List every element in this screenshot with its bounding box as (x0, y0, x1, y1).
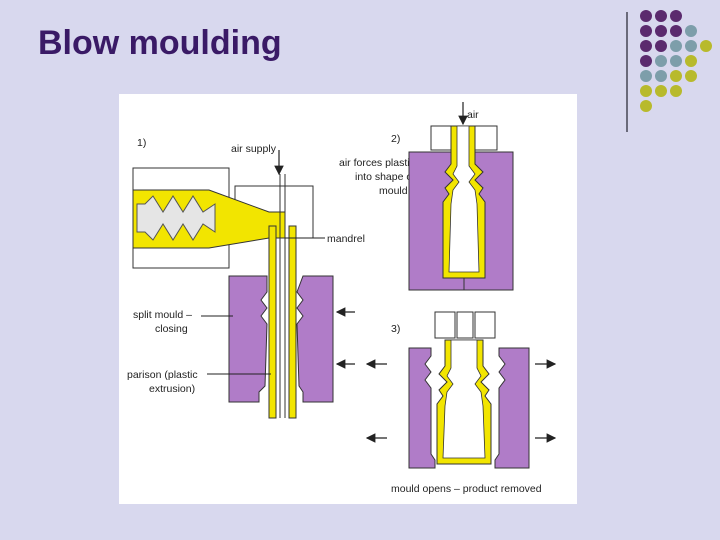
split-mould-right-half (296, 275, 334, 403)
step1-number: 1) (137, 137, 146, 149)
step3-caption: mould opens – product removed (391, 483, 542, 495)
dot (655, 70, 667, 82)
step3-mandrel-block (474, 311, 496, 339)
dot (655, 10, 667, 22)
dot (640, 70, 652, 82)
step3-mandrel-block (456, 311, 474, 339)
parison-right-wall (288, 225, 297, 419)
step3-product-inside (442, 339, 486, 459)
decorative-dot-grid (0, 0, 720, 140)
parison-label: parison (plastic (127, 369, 198, 381)
dot (685, 70, 697, 82)
dot (640, 100, 652, 112)
dot (640, 40, 652, 52)
dot (670, 85, 682, 97)
dot (655, 55, 667, 67)
step3-mandrel-block (434, 311, 456, 339)
step2-air-label: air (467, 109, 479, 121)
parison-label: extrusion) (149, 383, 195, 395)
title-divider-line (626, 12, 628, 132)
blow-moulding-diagram: 1) air supply mandrel split mould – clos… (119, 94, 577, 504)
dot (685, 40, 697, 52)
slide-title: Blow moulding (38, 24, 282, 62)
dot (685, 55, 697, 67)
split-mould-label: closing (155, 323, 188, 335)
dot (640, 85, 652, 97)
dot (685, 25, 697, 37)
extruder-screw (136, 195, 216, 241)
dot (670, 40, 682, 52)
parison-left-wall (268, 225, 277, 419)
split-mould-left-half (228, 275, 268, 403)
step2-bottle-inside (448, 125, 480, 273)
step2-mandrel-block (472, 125, 498, 151)
dot (655, 85, 667, 97)
mandrel-label: mandrel (327, 233, 365, 245)
step2-forces-label: mould (379, 185, 408, 197)
step3-mould-left-half (408, 347, 436, 469)
dot (640, 25, 652, 37)
dot (655, 25, 667, 37)
dot (670, 25, 682, 37)
split-mould-label: split mould – (133, 309, 192, 321)
step2-number: 2) (391, 133, 400, 145)
step3-mould-right-half (494, 347, 530, 469)
dot (640, 55, 652, 67)
dot (670, 70, 682, 82)
step2-forces-label: air forces plastic (339, 157, 415, 169)
air-supply-label: air supply (231, 143, 277, 155)
step2-forces-label: into shape of (355, 171, 415, 183)
dot (655, 40, 667, 52)
dot (670, 10, 682, 22)
dot (640, 10, 652, 22)
dot (700, 40, 712, 52)
dot (670, 55, 682, 67)
step3-number: 3) (391, 323, 400, 335)
